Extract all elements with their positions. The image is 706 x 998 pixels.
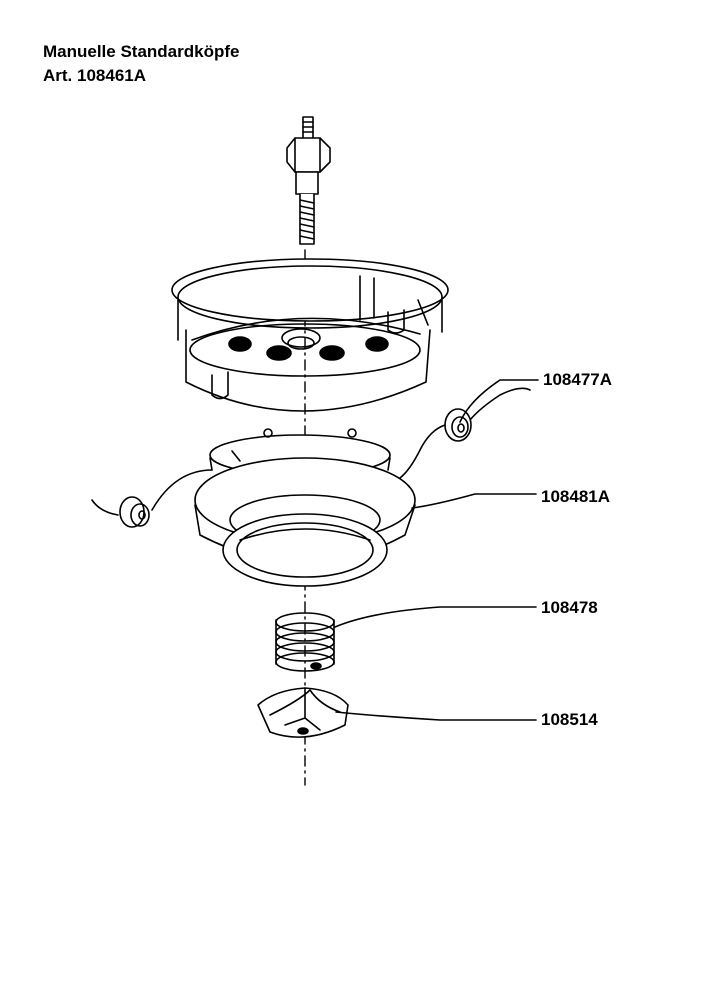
eyelet-right-icon — [400, 388, 530, 478]
title-line-1: Manuelle Standardköpfe — [43, 42, 240, 61]
leader-line-knob — [336, 712, 536, 720]
bolt-icon — [287, 117, 330, 244]
callout-spring: 108478 — [541, 598, 598, 617]
title-line-2: Art. 108461A — [43, 66, 147, 85]
callout-knob: 108514 — [541, 710, 598, 729]
spool-icon — [195, 429, 415, 586]
spring-icon — [276, 613, 334, 671]
knob-icon — [258, 688, 348, 737]
leader-line-spring — [335, 607, 536, 627]
callout-eyelet: 108477A — [543, 370, 613, 389]
eyelet-left-icon — [92, 470, 212, 527]
leader-line-eyelet — [460, 380, 538, 422]
leader-line-spool — [412, 494, 536, 508]
housing-cap-icon — [172, 259, 448, 411]
callout-spool: 108481A — [541, 487, 611, 506]
document-title: Manuelle Standardköpfe Art. 108461A — [43, 40, 239, 88]
